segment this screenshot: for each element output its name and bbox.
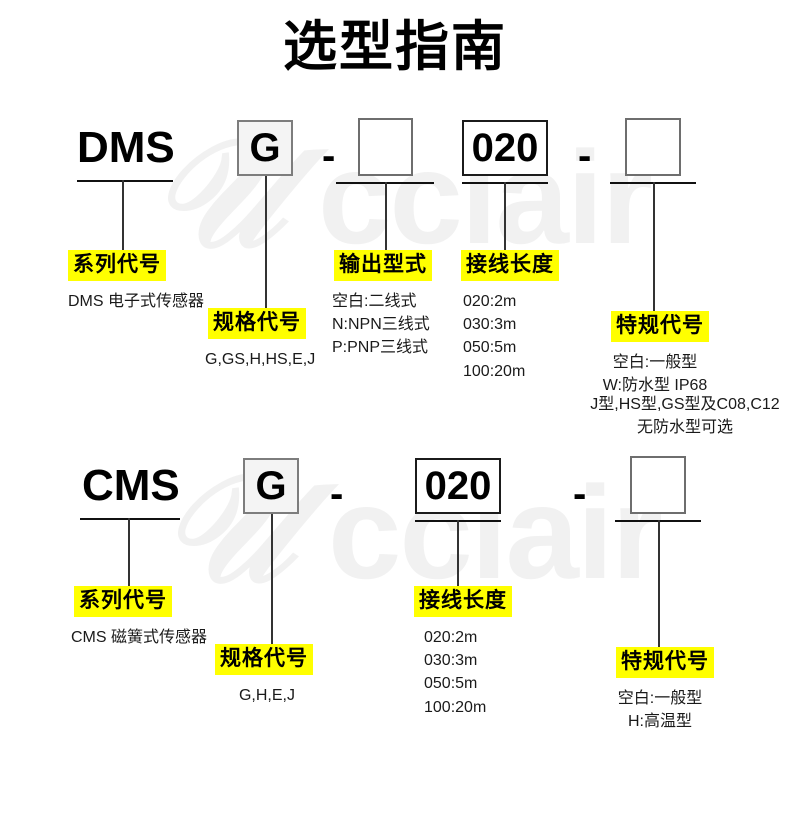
dms-separator-2: - (578, 134, 592, 178)
dms-spec-tag: 规格代号 (208, 308, 306, 340)
dms-spec-detail: G,GS,H,HS,E,J (205, 351, 316, 368)
dms-special-box[interactable] (625, 118, 681, 176)
cms-series-code: CMS (82, 461, 180, 510)
dms-special-detail-extra: J型,HS型,GS型及C08,C12 无防水型可选 (590, 396, 780, 437)
dms-length-detail: 020:2m 030:3m 050:5m 100:20m (463, 293, 526, 380)
dms-output-box[interactable] (358, 118, 413, 176)
dms-spec-leader-v (265, 176, 267, 310)
dms-series-detail: DMS 电子式传感器 (68, 293, 205, 310)
dms-separator-1: - (322, 134, 336, 178)
dms-spec-box[interactable]: G (237, 120, 293, 176)
cms-spec-box[interactable]: G (243, 458, 299, 514)
dms-output-tag: 输出型式 (334, 250, 432, 282)
cms-series-detail: CMS 磁簧式传感器 (71, 629, 208, 646)
dms-series-leader-v (122, 180, 124, 252)
cms-series-leader-h (80, 518, 180, 520)
cms-length-tag: 接线长度 (414, 586, 512, 618)
dms-length-box[interactable]: 020 (462, 120, 548, 176)
dms-series-leader-h (77, 180, 173, 182)
dms-length-tag: 接线长度 (461, 250, 559, 282)
dms-length-leader-v (504, 182, 506, 250)
dms-special-detail: 空白:一般型 W:防水型 IP68 (602, 354, 708, 395)
dms-series-tag: 系列代号 (68, 250, 166, 282)
dms-special-leader-v (653, 182, 655, 311)
cms-spec-tag: 规格代号 (215, 644, 313, 676)
cms-series-tag: 系列代号 (74, 586, 172, 618)
cms-special-tag: 特规代号 (616, 647, 714, 679)
cms-separator-2: - (573, 472, 587, 516)
cms-separator-1: - (330, 472, 344, 516)
dms-series-code: DMS (77, 123, 175, 172)
page-title: 选型指南 (283, 17, 507, 77)
dms-output-detail: 空白:二线式 N:NPN三线式 P:PNP三线式 (332, 293, 430, 357)
dms-output-leader-v (385, 182, 387, 250)
cms-series-leader-v (128, 518, 130, 588)
dms-special-tag: 特规代号 (611, 311, 709, 343)
cms-special-detail: 空白:一般型 H:高温型 (617, 690, 703, 731)
cms-length-leader-v (457, 520, 459, 586)
cms-special-leader-v (658, 520, 660, 647)
cms-spec-leader-v (271, 514, 273, 646)
cms-spec-detail: G,H,E,J (238, 687, 295, 704)
cms-length-box[interactable]: 020 (415, 458, 501, 514)
cms-length-detail: 020:2m 030:3m 050:5m 100:20m (424, 629, 487, 716)
cms-special-box[interactable] (630, 456, 686, 514)
